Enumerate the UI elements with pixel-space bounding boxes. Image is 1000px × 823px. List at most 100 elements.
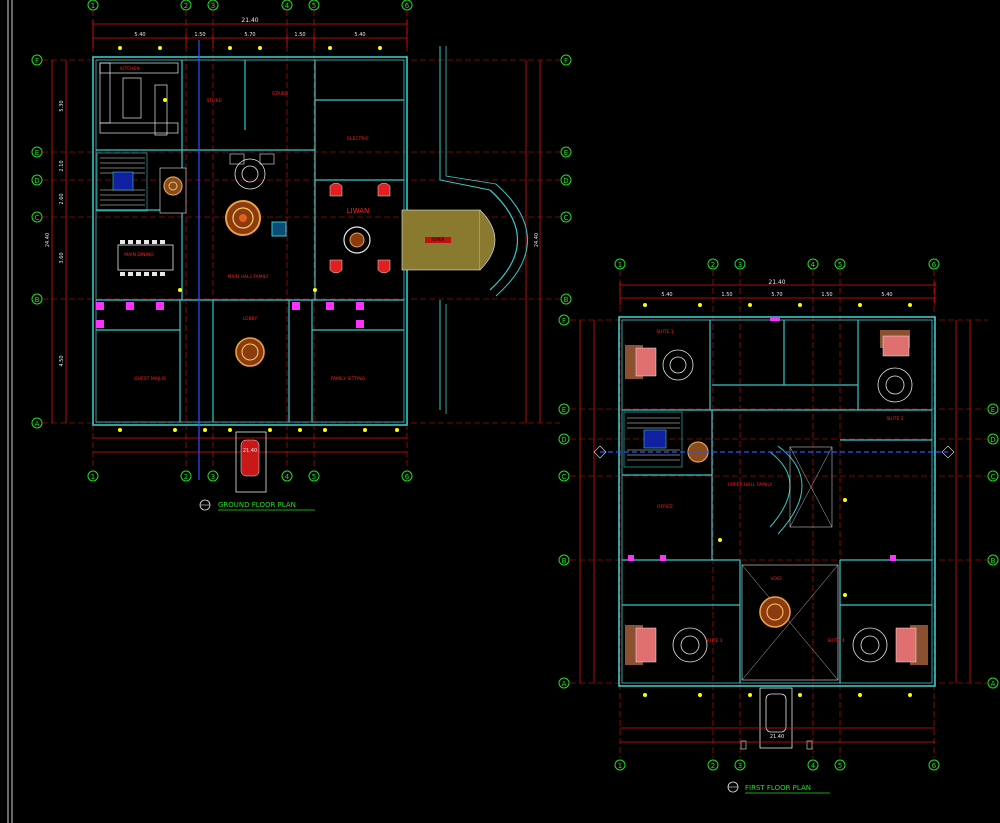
- main-hall-sofa-ring: [234, 158, 266, 190]
- svg-text:B: B: [35, 296, 40, 304]
- ff-bottom-dimension: 21.40: [770, 734, 784, 740]
- svg-text:6: 6: [932, 261, 937, 269]
- room-label-void: VOID: [770, 576, 782, 582]
- ff-column-bubbles-bottom: 1 2 3 4 5 6: [614, 759, 940, 771]
- room-label-suite-3: SUITE 3: [705, 638, 722, 644]
- ff-ceiling-lights: [643, 303, 912, 697]
- ground-floor-plan: 21.40 5.40 1.50 5.70 1.50 5.40 1 2 3 4 5…: [31, 0, 572, 511]
- dining-table: [117, 244, 174, 271]
- gf-bay-width-labels-top: 5.40 1.50 5.70 1.50 5.40: [134, 32, 365, 38]
- ff-doors: [628, 318, 896, 561]
- ff-exterior-walls: [618, 316, 936, 687]
- liwan-rug: [343, 226, 371, 254]
- gf-column-bubbles-bottom: 1 2 3 4 5 6: [87, 470, 413, 482]
- room-label-main-dining: MAIN DINING: [124, 252, 154, 258]
- svg-text:2: 2: [711, 261, 715, 269]
- gf-col-label-6: 6: [405, 2, 410, 10]
- svg-text:6: 6: [405, 473, 410, 481]
- svg-text:5.40: 5.40: [881, 292, 892, 298]
- room-label-lobby: LOBBY: [243, 316, 258, 322]
- svg-text:5.40: 5.40: [661, 292, 672, 298]
- svg-text:1.50: 1.50: [821, 292, 832, 298]
- svg-text:D: D: [561, 436, 566, 444]
- svg-text:A: A: [991, 680, 996, 688]
- gf-furniture: [117, 153, 391, 367]
- gf-column-bubbles-top: 1 2 3 4 5 6: [87, 0, 413, 11]
- gf-row-spacing-labels: 5.30 2.10 2.60 3.60 4.50 24.40 24.40: [45, 100, 540, 366]
- svg-text:B: B: [991, 557, 996, 565]
- room-label-electric: ELECTRIC: [347, 136, 369, 142]
- lobby-rug: [235, 337, 265, 367]
- svg-text:F: F: [35, 57, 39, 65]
- room-label-upper-hall-family: UPPER HALL FAMILY: [728, 482, 772, 488]
- gf-col-label-4: 4: [285, 2, 290, 10]
- svg-text:C: C: [35, 214, 40, 222]
- gf-overall-width-top: 21.40: [241, 17, 258, 24]
- gf-foyer-bay: [401, 46, 528, 414]
- gf-bay-width-4: 1.50: [294, 32, 305, 38]
- ff-title-text: FIRST FLOOR PLAN: [745, 784, 811, 792]
- ff-bay-width-labels: 5.40 1.50 5.70 1.50 5.40: [661, 292, 892, 298]
- gf-bay-width-5: 5.40: [354, 32, 365, 38]
- room-label-suite-4: SUITE 4: [827, 638, 844, 644]
- gf-doors: [96, 302, 364, 328]
- sheet-border: [7, 0, 13, 823]
- svg-text:5: 5: [838, 762, 842, 770]
- svg-text:C: C: [564, 214, 569, 222]
- svg-text:24.40: 24.40: [534, 233, 540, 247]
- svg-text:4: 4: [811, 261, 816, 269]
- svg-text:D: D: [563, 177, 568, 185]
- svg-text:1.50: 1.50: [721, 292, 732, 298]
- svg-text:3: 3: [211, 473, 215, 481]
- ff-interior-walls: [622, 320, 932, 683]
- svg-text:6: 6: [932, 762, 937, 770]
- svg-text:3.60: 3.60: [59, 252, 65, 263]
- room-label-kitchen: KITCHEN: [120, 66, 140, 72]
- ff-column-grid-lines: [619, 270, 935, 758]
- svg-text:3: 3: [738, 261, 742, 269]
- svg-text:5.30: 5.30: [59, 100, 65, 111]
- svg-text:F: F: [564, 57, 568, 65]
- svg-text:C: C: [562, 473, 567, 481]
- ff-dimension-bottom: [620, 727, 935, 743]
- gf-ceiling-lights: [118, 46, 399, 432]
- svg-text:5.70: 5.70: [771, 292, 782, 298]
- svg-text:2: 2: [184, 473, 188, 481]
- gf-bay-width-2: 1.50: [194, 32, 205, 38]
- ff-void: [741, 564, 839, 681]
- room-label-guest-majlis: GUEST MAJLIS: [134, 376, 166, 382]
- ff-overall-width: 21.40: [768, 279, 785, 286]
- ff-upper-hall-void: [769, 445, 833, 535]
- ff-dimension-side: [579, 320, 971, 683]
- gf-car-parking: 21.40: [235, 431, 267, 493]
- gf-bay-width-3: 5.70: [244, 32, 255, 38]
- gf-stairs: [96, 152, 148, 212]
- svg-text:2.60: 2.60: [59, 193, 65, 204]
- svg-text:2: 2: [711, 762, 715, 770]
- svg-text:2.10: 2.10: [59, 160, 65, 171]
- svg-text:1: 1: [91, 473, 95, 481]
- ff-stairs: [623, 411, 683, 468]
- svg-text:5: 5: [838, 261, 842, 269]
- room-label-suite-1: SUITE 1: [656, 329, 673, 335]
- gf-interior-walls: [96, 60, 404, 422]
- room-label-store: STORE: [206, 98, 221, 104]
- gf-col-label-1: 1: [91, 2, 95, 10]
- svg-text:D: D: [34, 177, 39, 185]
- svg-text:1: 1: [618, 762, 622, 770]
- ff-car-parking: [740, 687, 813, 750]
- ff-row-bubbles: F E D C B A E D C B A: [558, 314, 999, 689]
- svg-text:24.40: 24.40: [45, 233, 51, 247]
- ff-column-bubbles-top: 1 2 3 4 5 6: [614, 258, 940, 270]
- gf-plan-title: GROUND FLOOR PLAN: [199, 499, 315, 511]
- svg-text:B: B: [564, 296, 569, 304]
- room-label-suite-2: SUITE 2: [886, 416, 903, 422]
- room-label-office: OFFICE: [657, 504, 673, 510]
- room-label-liwan: LIWAN: [347, 207, 370, 215]
- svg-text:E: E: [562, 406, 566, 414]
- ff-section-markers: [593, 445, 955, 459]
- room-label-family-sitting: FAMILY SITTING: [331, 376, 366, 382]
- svg-text:A: A: [562, 680, 567, 688]
- gf-col-label-2: 2: [184, 2, 188, 10]
